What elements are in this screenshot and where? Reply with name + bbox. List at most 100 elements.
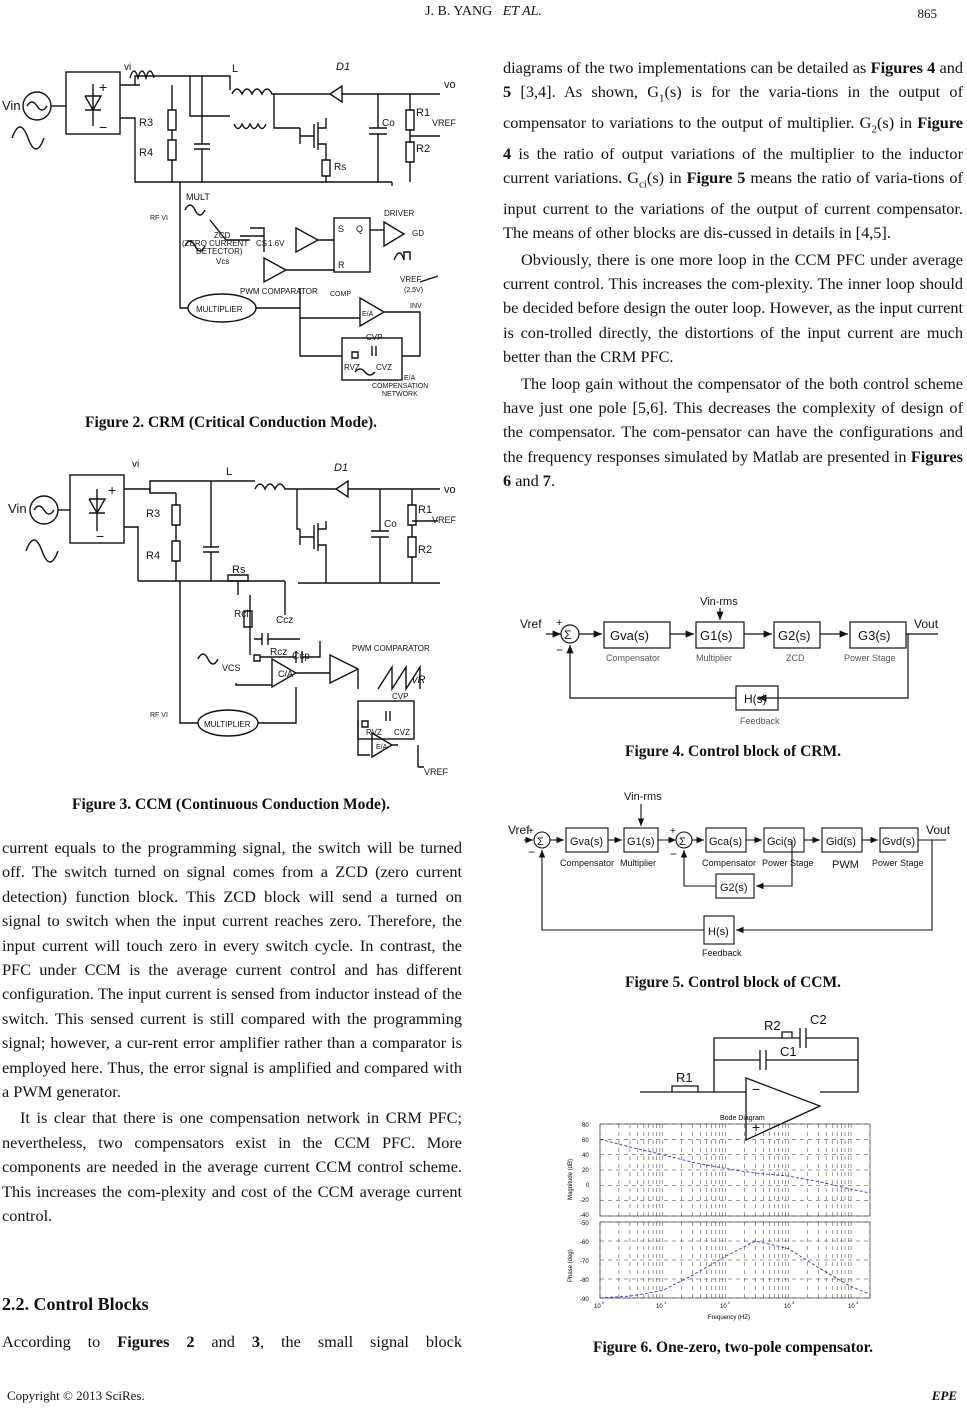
running-title: J. B. YANG ET AL. [425, 4, 542, 19]
et-al: ET AL. [502, 4, 542, 19]
fig4-g1: G1(s) [700, 628, 733, 643]
fig2-net2: COMPENSATION [372, 383, 428, 390]
fig4-vref: Vref [520, 617, 542, 631]
fig5-vin-rms: Vin-rms [624, 791, 662, 803]
fig5-sum-1: Σ [537, 836, 544, 848]
figure-5-ccm-block-diagram: Vref + − Σ + − Σ Gva(s) G1(s) Gca(s) Gci… [508, 791, 951, 958]
x-tick-2: 10 [720, 1304, 727, 1310]
page-number: 865 [917, 6, 938, 21]
fig2-vref: VREF [432, 118, 457, 128]
fig2-s: S [338, 224, 344, 234]
mag-ylabel: Magnitude (dB) [568, 1159, 574, 1200]
left-column-last-line: According to Figures 2 and 3, the small … [2, 1332, 463, 1351]
journal-name: EPE [931, 1388, 957, 1403]
fig5-sum-2: Σ [679, 836, 686, 848]
fig2-q: Q [356, 224, 363, 234]
fig2-mult: MULT [186, 192, 210, 202]
fig2-rfvi: RF VI [150, 215, 168, 222]
fig2-driver: DRIVER [384, 209, 414, 218]
fig3-r2: R2 [418, 544, 432, 556]
fig4-plus: + [556, 617, 562, 629]
fig2-vin: Vin [2, 98, 21, 113]
fig3-ccz: Ccz [276, 615, 293, 626]
fig2-zcd2: (ZERO CURRENT [182, 239, 248, 248]
fig4-compensator: Compensator [606, 653, 660, 663]
fig6-plus: + [752, 1119, 760, 1135]
mag-tick-2: 40 [582, 1153, 589, 1159]
fig6-r1: R1 [676, 1070, 693, 1085]
bode-xlabel: Frequency (HZ) [708, 1315, 750, 1321]
figure-6-caption: Figure 6. One-zero, two-pole compensator… [593, 1339, 873, 1356]
figure-4-caption: Figure 4. Control block of CRM. [625, 743, 841, 760]
svg-text:−: − [96, 528, 104, 544]
fig4-h: H(s) [744, 692, 767, 706]
fig2-comp: COMP [330, 291, 351, 298]
mag-tick-5: -20 [580, 1198, 589, 1204]
fig5-gva: Gva(s) [570, 836, 603, 848]
fig5-pwm: PWM [832, 859, 859, 871]
x-exp-1: 1 [664, 1300, 667, 1305]
x-exp-0: 0 [602, 1300, 605, 1305]
fig5-gid: Gid(s) [826, 836, 856, 848]
left-paragraph-2: It is clear that there is one compensati… [2, 1108, 462, 1226]
fig2-vo: vo [444, 79, 456, 91]
copyright: Copyright © 2013 SciRes. [7, 1388, 145, 1403]
fig3-vr: vR [412, 674, 426, 686]
x-exp-4: 4 [856, 1300, 859, 1305]
fig3-d1: D1 [334, 462, 348, 474]
fig2-net1: E/A [404, 375, 416, 382]
fig2-cs: CS [256, 239, 267, 248]
fig3-r3: R3 [146, 508, 160, 520]
svg-text:+: + [99, 79, 107, 95]
fig4-multiplier: Multiplier [696, 653, 732, 663]
figure-2-caption: Figure 2. CRM (Critical Conduction Mode)… [84, 414, 378, 431]
svg-text:−: − [99, 119, 107, 135]
fig5-g2: G2(s) [720, 882, 748, 894]
x-tick-0: 10 [594, 1304, 601, 1310]
fig4-g2: G2(s) [778, 628, 811, 643]
fig4-gva: Gva(s) [610, 628, 649, 643]
fig3-ea: E/A [376, 744, 388, 751]
right-paragraph-2: Obviously, there is one more loop in the… [503, 249, 963, 367]
fig5-compensator-2: Compensator [702, 858, 756, 868]
fig2-zcd3: DETECTOR) [196, 247, 243, 256]
fig3-co: Co [384, 519, 397, 530]
fig2-r3: R3 [139, 117, 153, 129]
x-tick-4: 10 [848, 1304, 855, 1310]
fig6-c1: C1 [780, 1044, 797, 1059]
fig5-minus-2: − [670, 847, 677, 861]
fig5-vout: Vout [926, 823, 951, 837]
fig2-r4: R4 [139, 147, 153, 159]
fig5-gvd: Gvd(s) [882, 836, 915, 848]
mag-tick-1: 60 [582, 1138, 589, 1144]
fig5-multiplier: Multiplier [620, 858, 656, 868]
fig4-power-stage: Power Stage [844, 653, 896, 663]
mag-tick-3: 20 [582, 1168, 589, 1174]
fig4-feedback: Feedback [740, 716, 780, 726]
x-exp-2: 2 [728, 1300, 731, 1305]
figure-3-ccm-schematic: Vin vi + − R3 R4 L D1 vo Co R1 R2 Rs VRE… [8, 459, 457, 777]
fig3-vi: vi [132, 459, 139, 470]
phase-series-line [599, 1240, 871, 1299]
fig3-vref-out: VREF [424, 767, 449, 777]
fig3-rci: Rci [234, 609, 248, 620]
fig3-multiplier: MULTIPLIER [204, 720, 251, 729]
left-column-text: current equals to the programming signal… [2, 836, 462, 1229]
fig3-r1: R1 [418, 504, 432, 516]
fig2-multiplier: MULTIPLIER [196, 305, 243, 314]
fig2-vi: vi [124, 62, 131, 73]
fig3-rs: Rs [232, 564, 246, 576]
fig2-net3: NETWORK [382, 391, 418, 398]
right-paragraph-3: The loop gain without the compensator of… [503, 373, 963, 491]
fig5-feedback: Feedback [702, 948, 742, 958]
fig3-r4: R4 [146, 550, 160, 562]
right-column-text: diagrams of the two implementations can … [503, 56, 963, 494]
fig6-r2: R2 [764, 1018, 781, 1033]
fig4-vout: Vout [914, 617, 939, 631]
fig2-pwm: PWM COMPARATOR [240, 287, 318, 296]
fig5-plus-1: + [528, 826, 534, 837]
fig2-l: L [232, 63, 238, 75]
fig2-rs: Rs [334, 162, 346, 173]
section-heading-control-blocks: 2.2. Control Blocks [2, 1294, 149, 1314]
fig5-gca: Gca(s) [709, 836, 742, 848]
